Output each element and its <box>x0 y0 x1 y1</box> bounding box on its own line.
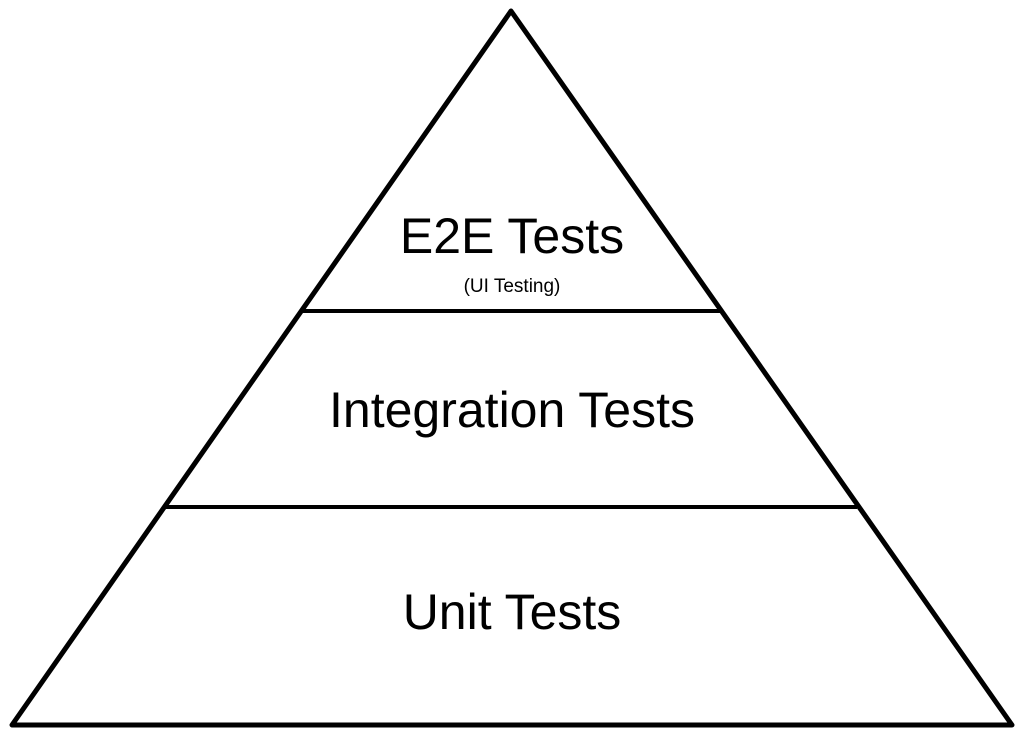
level-unit-title: Unit Tests <box>402 584 622 640</box>
level-e2e-title: E2E Tests <box>399 208 625 264</box>
level-e2e-subtitle: (UI Testing) <box>463 276 561 297</box>
level-integration-title: Integration Tests <box>329 382 695 438</box>
pyramid-outline <box>9 8 1015 728</box>
